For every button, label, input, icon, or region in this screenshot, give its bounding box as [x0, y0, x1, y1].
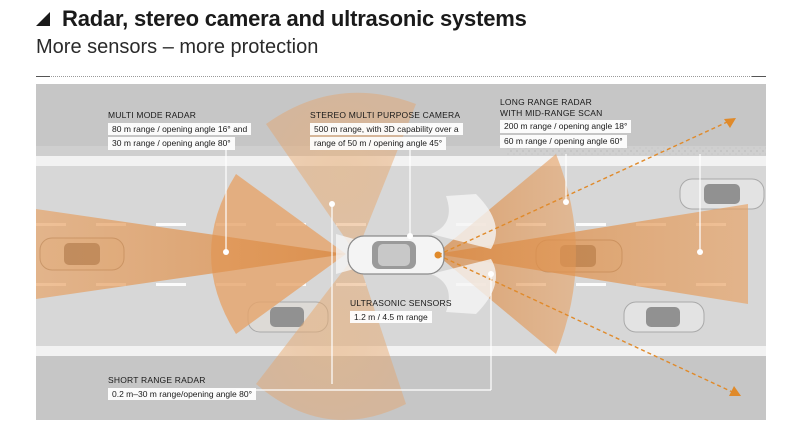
label-line: 60 m range / opening angle 60°	[500, 134, 627, 148]
header: Radar, stereo camera and ultrasonic syst…	[36, 4, 766, 59]
page-title: Radar, stereo camera and ultrasonic syst…	[62, 6, 527, 31]
long-range-radar-label: LONG RANGE RADAR WITH MID-RANGE SCAN 200…	[500, 97, 632, 148]
label-line: 1.2 m / 4.5 m range	[350, 310, 432, 324]
ultrasonic-sensors-label: ULTRASONIC SENSORS 1.2 m / 4.5 m range	[350, 298, 452, 324]
ego-car	[347, 235, 445, 275]
white-stripe-top	[36, 156, 766, 166]
long-range-radar-beam	[436, 204, 748, 304]
long-range-arrow-up	[437, 117, 737, 256]
label-heading: ULTRASONIC SENSORS	[350, 298, 452, 308]
ultrasonic-field-front-bottom	[431, 259, 496, 314]
short-range-radar-label: SHORT RANGE RADAR 0.2 m–30 m range/openi…	[108, 375, 256, 401]
white-stripe-bottom	[36, 346, 766, 356]
header-divider	[36, 76, 766, 77]
label-line: 500 m range, with 3D capability over a	[310, 122, 463, 136]
label-heading: SHORT RANGE RADAR	[108, 375, 206, 385]
ultrasonic-field-front	[431, 194, 496, 249]
lane-top	[36, 166, 766, 224]
car-right-top	[679, 178, 765, 210]
label-line: 0.2 m–30 m range/opening angle 80°	[108, 387, 256, 401]
label-heading: WITH MID-RANGE SCAN	[500, 107, 603, 118]
label-line: 80 m range / opening angle 16° and	[108, 122, 252, 136]
callout-leaders	[225, 144, 701, 391]
page-subtitle: More sensors – more protection	[36, 36, 319, 58]
short-range-radar-cone-bottom	[256, 254, 406, 420]
label-heading: MULTI MODE RADAR	[108, 110, 197, 120]
multi-mode-radar-label: MULTI MODE RADAR 80 m range / opening an…	[108, 110, 252, 150]
label-line: 200 m range / opening angle 18°	[500, 120, 632, 133]
multi-mode-radar-beam	[36, 209, 346, 299]
triangle-bullet-icon	[36, 12, 50, 26]
divider-end-right	[752, 76, 766, 77]
label-heading: STEREO MULTI PURPOSE CAMERA	[310, 110, 461, 120]
divider-end-left	[36, 76, 50, 77]
car-right-bottom	[623, 301, 705, 333]
label-heading: LONG RANGE RADAR	[500, 97, 592, 107]
callout-dots	[223, 199, 703, 277]
arrowhead-down	[729, 386, 741, 396]
label-line: 30 m range / opening angle 80°	[108, 137, 235, 150]
arrowhead-up	[724, 118, 736, 128]
stereo-camera-label: STEREO MULTI PURPOSE CAMERA 500 m range,…	[310, 110, 463, 150]
label-line: range of 50 m / opening angle 45°	[310, 137, 447, 150]
